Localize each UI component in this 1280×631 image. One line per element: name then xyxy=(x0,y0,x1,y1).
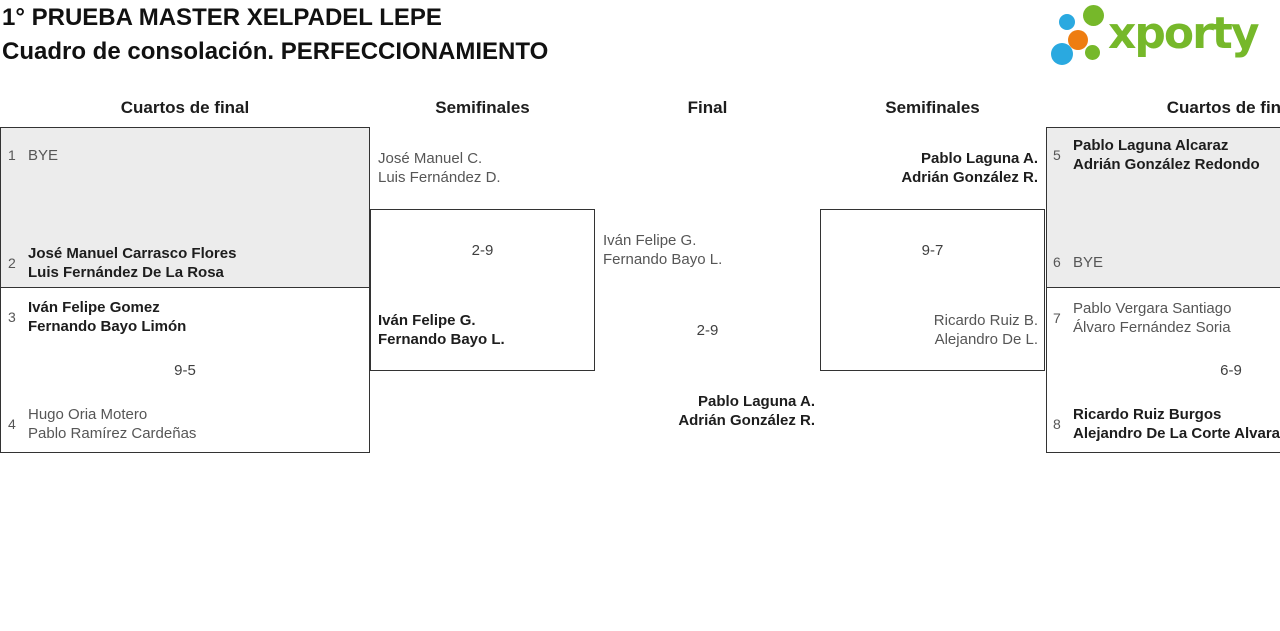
match-score-final: 2-9 xyxy=(696,322,719,339)
team-name: Pablo Laguna A. Adrián González R. xyxy=(901,150,1038,186)
team-slot-seed-7: 7 Pablo Vergara Santiago Álvaro Fernánde… xyxy=(1053,299,1280,337)
xporty-logo[interactable]: xporty xyxy=(1046,0,1280,72)
team-name: Iván Felipe G. Fernando Bayo L. xyxy=(603,232,723,268)
match-score-sf-right: 9-7 xyxy=(921,242,944,259)
match-box-qf-left-1 xyxy=(0,127,370,288)
logo-dot-icon xyxy=(1068,30,1088,50)
match-box-qf-right-2 xyxy=(1046,288,1280,453)
logo-wordmark: xporty xyxy=(1108,8,1260,59)
seed-number: 8 xyxy=(1053,415,1061,432)
match-score-qf-left-2: 9-5 xyxy=(174,362,196,379)
logo-dot-icon xyxy=(1083,5,1104,26)
logo-dot-icon xyxy=(1059,14,1075,30)
team-slot-sf-right-top: Pablo Laguna A. Adrián González R. xyxy=(820,149,1038,187)
seed-number: 5 xyxy=(1053,146,1061,163)
team-slot-seed-1: 1 BYE xyxy=(8,146,362,165)
team-slot-seed-2: 2 José Manuel Carrasco Flores Luis Ferná… xyxy=(8,244,362,282)
round-header-qf-left: Cuartos de final xyxy=(120,98,250,117)
seed-number: 1 xyxy=(8,147,16,163)
team-name: Ricardo Ruiz Burgos Alejandro De La Cort… xyxy=(1073,406,1280,442)
team-slot-seed-5: 5 Pablo Laguna Alcaraz Adrián González R… xyxy=(1053,136,1280,174)
team-slot-seed-3: 3 Iván Felipe Gomez Fernando Bayo Limón xyxy=(8,298,362,336)
team-name: Iván Felipe Gomez Fernando Bayo Limón xyxy=(28,299,187,335)
team-name: Pablo Laguna A. Adrián González R. xyxy=(678,393,815,429)
logo-dot-icon xyxy=(1051,43,1073,65)
round-header-final: Final xyxy=(687,98,728,117)
team-slot-sf-right-bottom: Ricardo Ruiz B. Alejandro De L. xyxy=(820,311,1038,349)
logo-dot-icon xyxy=(1085,45,1100,60)
team-slot-seed-6: 6 BYE xyxy=(1053,253,1280,272)
tournament-title: 1° PRUEBA MASTER XELPADEL LEPE xyxy=(2,4,442,31)
seed-number: 7 xyxy=(1053,309,1061,326)
round-header-qf-right: Cuartos de final xyxy=(1166,98,1280,117)
seed-number: 3 xyxy=(8,308,16,325)
team-slot-seed-8: 8 Ricardo Ruiz Burgos Alejandro De La Co… xyxy=(1053,405,1280,443)
team-name: BYE xyxy=(28,147,59,164)
team-name: José Manuel Carrasco Flores Luis Fernánd… xyxy=(28,245,237,281)
team-name: Ricardo Ruiz B. Alejandro De L. xyxy=(933,312,1038,348)
team-slot-sf-left-top: José Manuel C. Luis Fernández D. xyxy=(378,149,588,187)
seed-number: 6 xyxy=(1053,254,1061,270)
team-slot-sf-left-bottom: Iván Felipe G. Fernando Bayo L. xyxy=(378,311,588,349)
bracket-subtitle: Cuadro de consolación. PERFECCIONAMIENTO xyxy=(2,38,549,65)
match-score-sf-left: 2-9 xyxy=(471,242,494,259)
match-box-qf-left-2 xyxy=(0,288,370,453)
team-slot-seed-4: 4 Hugo Oria Motero Pablo Ramírez Cardeña… xyxy=(8,405,362,443)
match-box-sf-right xyxy=(820,209,1045,371)
match-box-qf-right-1 xyxy=(1046,127,1280,288)
team-name: BYE xyxy=(1073,254,1104,271)
seed-number: 4 xyxy=(8,415,16,432)
match-box-sf-left xyxy=(370,209,595,371)
seed-number: 2 xyxy=(8,254,16,271)
team-name: Iván Felipe G. Fernando Bayo L. xyxy=(378,312,505,348)
team-slot-final-top: Iván Felipe G. Fernando Bayo L. xyxy=(603,231,813,269)
page-title: 1° PRUEBA MASTER XELPADEL LEPE Cuadro de… xyxy=(2,1,548,69)
team-name: José Manuel C. Luis Fernández D. xyxy=(378,150,501,186)
round-header-sf-right: Semifinales xyxy=(885,98,980,117)
team-name: Pablo Laguna Alcaraz Adrián González Red… xyxy=(1073,137,1260,173)
match-score-qf-right-2: 6-9 xyxy=(1220,362,1242,379)
team-name: Pablo Vergara Santiago Álvaro Fernández … xyxy=(1073,300,1232,336)
round-header-sf-left: Semifinales xyxy=(435,98,530,117)
team-name: Hugo Oria Motero Pablo Ramírez Cardeñas xyxy=(28,406,197,442)
team-slot-final-bottom: Pablo Laguna A. Adrián González R. xyxy=(595,392,815,430)
